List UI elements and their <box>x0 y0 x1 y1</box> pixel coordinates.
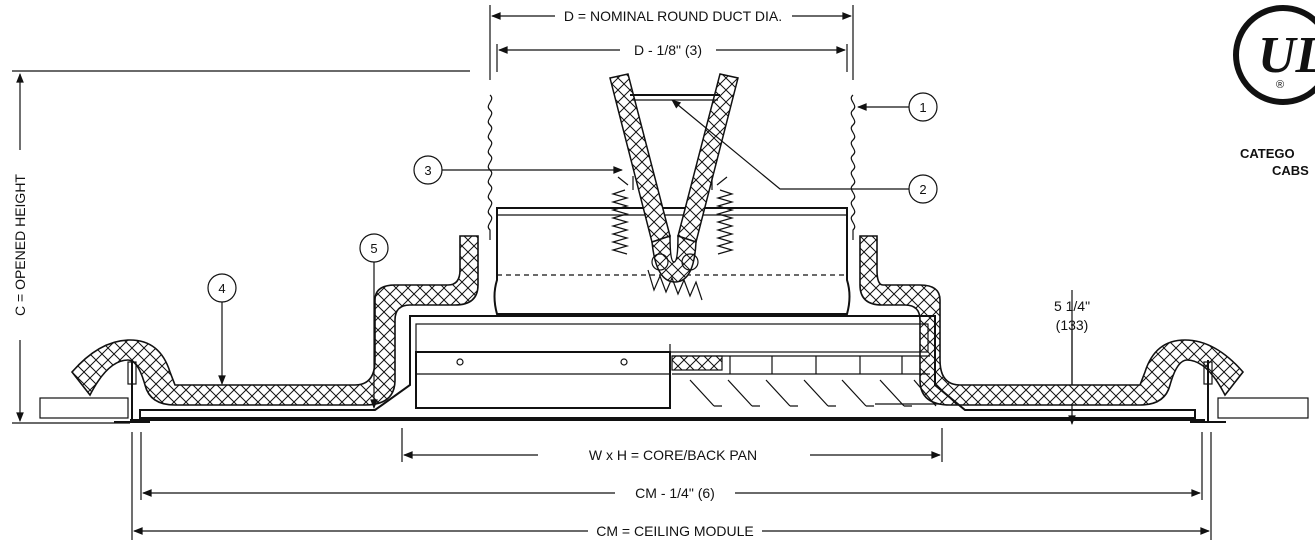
damper-blades <box>609 73 739 301</box>
height-mm-label: (133) <box>1056 317 1089 333</box>
callout-4-number: 4 <box>218 281 225 296</box>
opened-height-label: C = OPENED HEIGHT <box>12 174 28 316</box>
height-inches-label: 5 1/4" <box>1054 298 1090 314</box>
diffuser-housing <box>130 315 1205 421</box>
insulation-blanket <box>70 235 1245 406</box>
dimension-cm-minus: CM - 1/4" (6) <box>140 432 1203 501</box>
dimension-core-back-pan: W x H = CORE/BACK PAN <box>401 428 943 463</box>
round-duct <box>487 94 856 315</box>
callout-2: 2 <box>671 99 938 204</box>
category-line-1: CATEGO <box>1240 146 1295 161</box>
ceiling-tbar-right <box>1190 360 1309 423</box>
dimension-nominal-duct: D = NOMINAL ROUND DUCT DIA. <box>489 5 854 80</box>
dimension-ceiling-module: CM = CEILING MODULE <box>131 432 1212 540</box>
cm-minus-label: CM - 1/4" (6) <box>635 485 715 501</box>
ul-logo-letters: UL <box>1258 27 1315 84</box>
category-line-2: CABS <box>1272 163 1309 178</box>
callout-5-number: 5 <box>370 241 377 256</box>
duct-minus-label: D - 1/8" (3) <box>634 42 702 58</box>
callout-3-number: 3 <box>424 163 431 178</box>
ul-logo: UL ® <box>1233 5 1315 105</box>
callout-2-number: 2 <box>919 182 926 197</box>
ceiling-tbar-left <box>39 360 150 423</box>
ul-registered-mark: ® <box>1276 79 1284 91</box>
dimension-opened-height: C = OPENED HEIGHT <box>12 70 470 424</box>
callout-1: 1 <box>857 92 938 122</box>
callout-3: 3 <box>413 155 623 185</box>
dimension-duct-minus: D - 1/8" (3) <box>496 42 848 72</box>
callout-4: 4 <box>207 273 237 385</box>
ceiling-module-label: CM = CEILING MODULE <box>596 523 754 539</box>
nominal-duct-label: D = NOMINAL ROUND DUCT DIA. <box>564 8 782 24</box>
callout-1-number: 1 <box>919 100 926 115</box>
callout-5: 5 <box>359 233 389 409</box>
core-back-pan-label: W x H = CORE/BACK PAN <box>589 447 757 463</box>
